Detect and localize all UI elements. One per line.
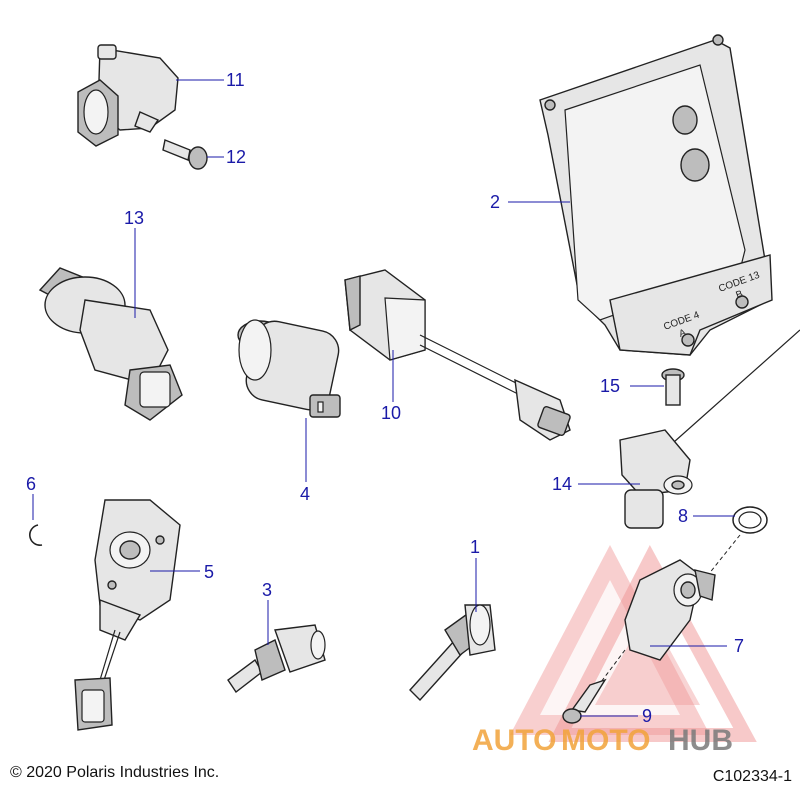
svg-text:A: A	[678, 327, 688, 340]
callout-10: 10	[381, 403, 401, 423]
part-11-map-sensor	[77, 44, 179, 147]
part-7-sensor-bracket	[594, 559, 716, 691]
callout-4: 4	[300, 484, 310, 504]
callout-3: 3	[262, 580, 272, 600]
callout-1: 1	[470, 537, 480, 557]
callout-11: 11	[226, 70, 245, 90]
watermark-text: AUTO MOTO HUB	[472, 724, 733, 757]
watermark-moto: MOTO	[561, 724, 650, 757]
part-15-bolt	[661, 368, 685, 406]
callout-8: 8	[678, 506, 688, 526]
callout-7: 7	[734, 636, 744, 656]
callout-6: 6	[26, 474, 36, 494]
part-13-ignition-switch	[38, 267, 183, 421]
callout-5: 5	[204, 562, 214, 582]
callout-2: 2	[490, 192, 500, 212]
callout-12: 12	[226, 147, 246, 167]
svg-text:B: B	[735, 289, 745, 302]
callout-15: 15	[600, 376, 620, 396]
copyright-notice: © 2020 Polaris Industries Inc.	[10, 764, 220, 781]
watermark-auto: AUTO	[472, 724, 556, 757]
part-14-speed-sensor	[619, 329, 800, 529]
part-4-power-outlet	[237, 319, 341, 418]
part-1-sensor	[409, 604, 496, 702]
part-9-bolt	[562, 678, 607, 724]
part-2-ecu: CODE 4 A CODE 13 B	[539, 34, 773, 356]
part-5-tps	[74, 499, 181, 731]
part-12-screw	[162, 139, 208, 170]
part-3-temp-sensor	[227, 624, 326, 694]
part-10-module	[344, 269, 571, 441]
watermark-logo	[510, 545, 757, 742]
part-6-clip	[29, 524, 43, 546]
callout-14: 14	[552, 474, 572, 494]
callout-13: 13	[124, 208, 144, 228]
callout-9: 9	[642, 706, 652, 726]
part-8-o-ring	[699, 506, 768, 586]
diagram-code: C102334-1	[712, 768, 792, 785]
watermark-hub: HUB	[668, 724, 733, 757]
